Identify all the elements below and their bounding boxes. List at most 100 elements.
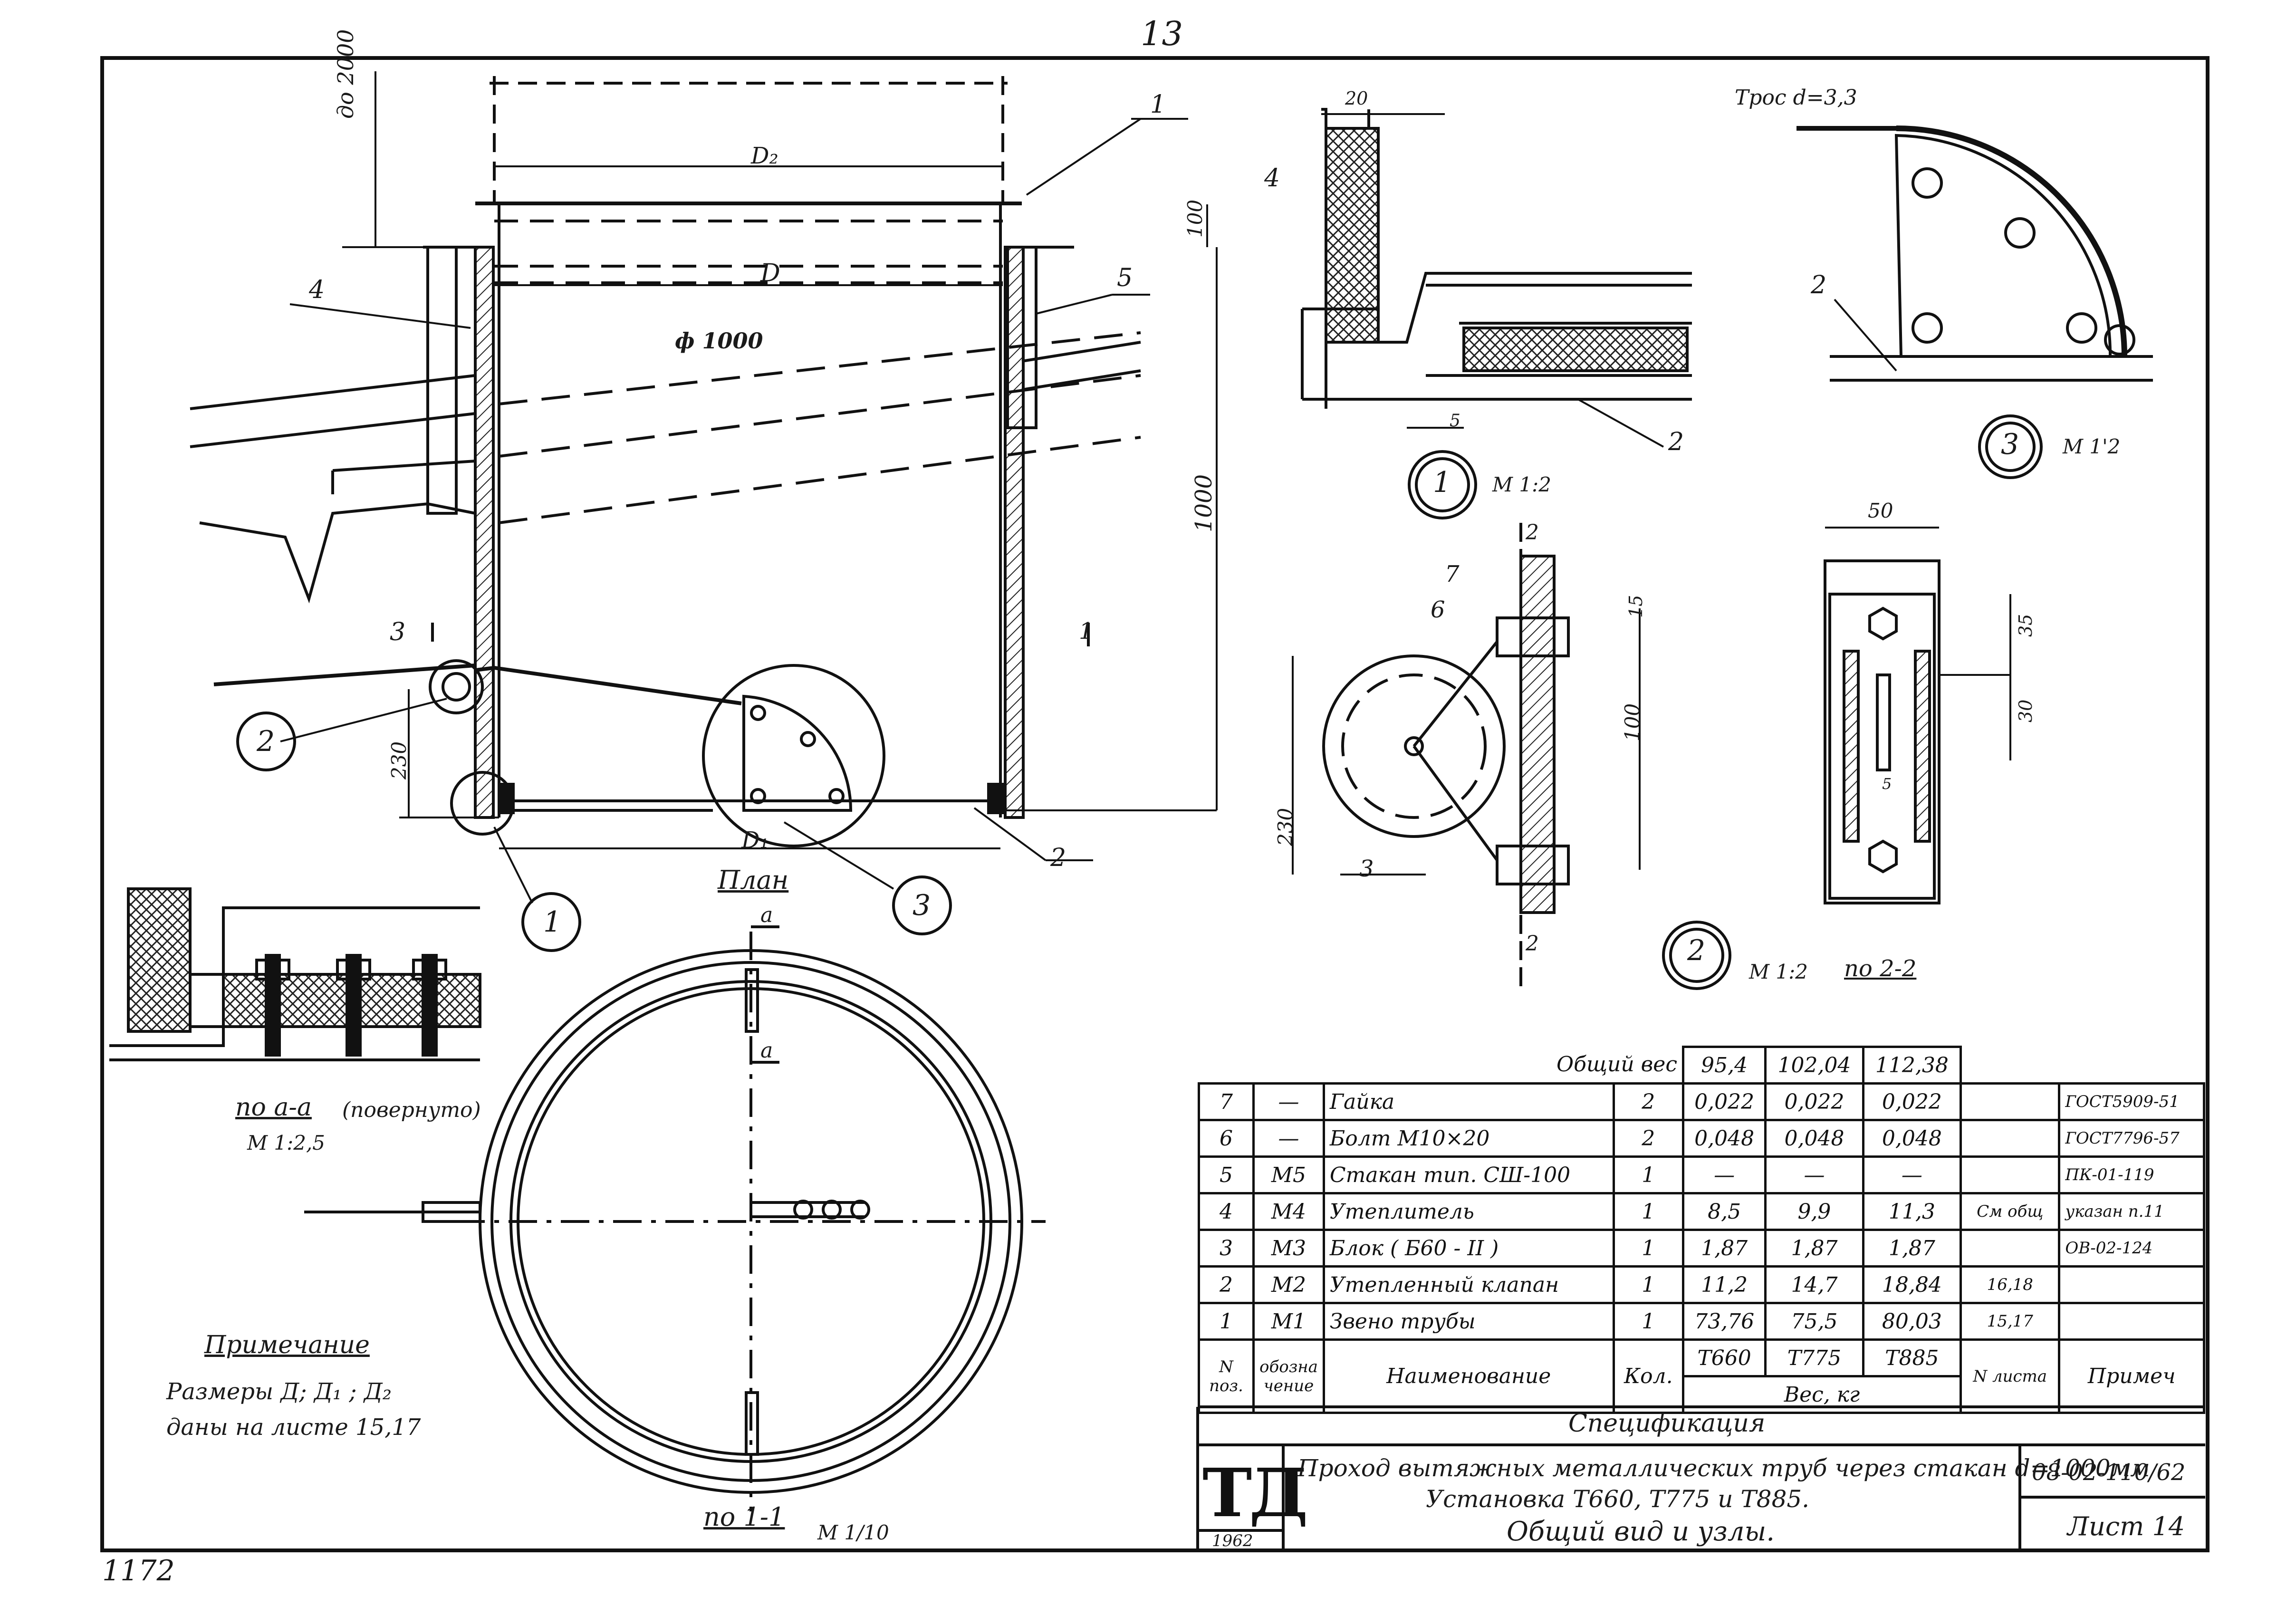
dim-100-top: 100 xyxy=(1183,199,1207,238)
section-11-title: по 1-1 xyxy=(703,1502,785,1532)
s22-dim-50: 50 xyxy=(1868,499,1893,522)
spec-total-t660: 95,4 xyxy=(1681,1046,1767,1085)
section-mark-1: 1 xyxy=(1079,618,1094,644)
spec-cell-w3: 11,3 xyxy=(1862,1192,1962,1231)
spec-cell-n: 6 xyxy=(1198,1119,1255,1158)
node1-pos-4: 4 xyxy=(1264,164,1280,192)
spec-head-t660: Т660 xyxy=(1681,1338,1767,1377)
note-line-2: даны на листе 15,17 xyxy=(166,1414,421,1441)
spec-cell-code: М2 xyxy=(1252,1265,1325,1304)
node2-section-top: 2 xyxy=(1526,520,1539,545)
node2-dim-15: 15 xyxy=(1625,595,1646,618)
spec-cell-qty: 2 xyxy=(1612,1082,1684,1121)
callout-1: 1 xyxy=(543,905,562,939)
section-22-title: по 2-2 xyxy=(1844,955,1917,982)
spec-row: 7 — Гайка 2 0,022 0,022 0,022 ГОСТ5909-5… xyxy=(1198,1082,2205,1121)
spec-cell-note: ГОСТ7796-57 xyxy=(2058,1119,2205,1158)
spec-head-name: Наименование xyxy=(1322,1338,1615,1414)
spec-cell-w1: 73,76 xyxy=(1681,1302,1767,1341)
spec-cell-w1: 0,022 xyxy=(1681,1082,1767,1121)
spec-cell-sheet xyxy=(1960,1229,2061,1268)
spec-cell-n: 4 xyxy=(1198,1192,1255,1231)
spec-row: 2 М2 Утепленный клапан 1 11,2 14,7 18,84… xyxy=(1198,1265,2205,1304)
sheet-frame xyxy=(100,56,2210,1552)
node1-dim-5: 5 xyxy=(1450,411,1460,431)
spec-total-label: Общий вес xyxy=(1556,1052,1677,1077)
plan-title: План xyxy=(718,865,789,895)
node2-pos-7: 7 xyxy=(1445,561,1460,587)
title-line-2: Установка Т660, Т775 и Т885. xyxy=(1426,1485,1810,1513)
spec-head-n: N поз. xyxy=(1198,1338,1255,1414)
callout-2: 2 xyxy=(257,725,275,758)
spec-cell-w2: — xyxy=(1764,1155,1864,1194)
spec-cell-sheet: 16,18 xyxy=(1960,1265,2061,1304)
plan-a-mid: a xyxy=(760,1039,773,1063)
spec-cell-note: ГОСТ5909-51 xyxy=(2058,1082,2205,1121)
title-doc-number: 08-02-110/62 xyxy=(2032,1459,2186,1486)
dim-d1: D₁ xyxy=(741,827,769,854)
section-11-scale: М 1/10 xyxy=(817,1521,889,1544)
spec-cell-code: М3 xyxy=(1252,1229,1325,1268)
node2-pos-3: 3 xyxy=(1359,856,1374,882)
spec-cell-w3: 0,022 xyxy=(1862,1082,1962,1121)
spec-cell-w2: 75,5 xyxy=(1764,1302,1864,1341)
section-aa-title: по а-а xyxy=(235,1093,312,1122)
spec-cell-name: Стакан тип. СШ-100 xyxy=(1322,1155,1615,1194)
node1-scale: М 1:2 xyxy=(1492,473,1551,496)
spec-cell-n: 7 xyxy=(1198,1082,1255,1121)
spec-cell-note: ОВ-02-124 xyxy=(2058,1229,2205,1268)
title-line-3: Общий вид и узлы. xyxy=(1507,1516,1775,1547)
node3-drawing xyxy=(1796,125,2153,479)
spec-total-row: Общий вес 95,4 102,04 112,38 xyxy=(1199,1046,2204,1085)
node3-scale: М 1'2 xyxy=(2063,435,2121,458)
spec-cell-w1: — xyxy=(1681,1155,1767,1194)
spec-cell-n: 5 xyxy=(1198,1155,1255,1194)
spec-cell-w1: 0,048 xyxy=(1681,1119,1767,1158)
pos-label-5: 5 xyxy=(1117,264,1133,292)
note-line-1: Размеры Д; Д₁ ; Д₂ xyxy=(166,1378,392,1405)
node2-number: 2 xyxy=(1687,934,1706,967)
title-year: 1962 xyxy=(1212,1531,1253,1550)
node1-number: 1 xyxy=(1433,466,1451,499)
spec-cell-w3: 0,048 xyxy=(1862,1119,1962,1158)
dim-do2000: до 2000 xyxy=(333,29,358,119)
spec-cell-w2: 0,022 xyxy=(1764,1082,1864,1121)
spec-cell-code: М5 xyxy=(1252,1155,1325,1194)
spec-cell-w2: 0,048 xyxy=(1764,1119,1864,1158)
spec-cell-sheet xyxy=(1960,1119,2061,1158)
title-line-1: Проход вытяжных металлических труб через… xyxy=(1297,1454,2150,1482)
spec-cell-qty: 2 xyxy=(1612,1119,1684,1158)
spec-cell-name: Утеплитель xyxy=(1322,1192,1615,1231)
spec-cell-qty: 1 xyxy=(1612,1302,1684,1341)
spec-cell-w1: 1,87 xyxy=(1681,1229,1767,1268)
node1-drawing xyxy=(1301,108,1692,519)
section-22-drawing xyxy=(1824,527,2011,904)
callout-3: 3 xyxy=(913,889,931,922)
spec-row: 3 М3 Блок ( Б60 - II ) 1 1,87 1,87 1,87 … xyxy=(1198,1229,2205,1268)
pos-label-2: 2 xyxy=(1050,844,1066,872)
title-logo: ТД xyxy=(1202,1454,1308,1532)
spec-cell-qty: 1 xyxy=(1612,1265,1684,1304)
pos-label-3: 3 xyxy=(390,618,406,646)
spec-row: 6 — Болт М10×20 2 0,048 0,048 0,048 ГОСТ… xyxy=(1198,1119,2205,1158)
section-aa-scale: М 1:2,5 xyxy=(247,1131,326,1154)
spec-cell-w2: 14,7 xyxy=(1764,1265,1864,1304)
spec-cell-sheet: См общ xyxy=(1960,1192,2061,1231)
note-title: Примечание xyxy=(204,1331,370,1359)
node2-section-bottom: 2 xyxy=(1526,932,1539,956)
spec-cell-name: Утепленный клапан xyxy=(1322,1265,1615,1304)
s22-dim-35: 35 xyxy=(2015,614,2036,637)
spec-cell-code: М4 xyxy=(1252,1192,1325,1231)
spec-cell-w2: 9,9 xyxy=(1764,1192,1864,1231)
spec-cell-name: Болт М10×20 xyxy=(1322,1119,1615,1158)
main-elevation xyxy=(190,71,1218,952)
node2-dim-100: 100 xyxy=(1621,703,1644,741)
spec-cell-note: ПК-01-119 xyxy=(2058,1155,2205,1194)
spec-cell-note xyxy=(2058,1265,2205,1304)
node3-number: 3 xyxy=(2001,428,2019,461)
spec-cell-name: Блок ( Б60 - II ) xyxy=(1322,1229,1615,1268)
pos-label-1: 1 xyxy=(1150,90,1166,119)
spec-cell-sheet: 15,17 xyxy=(1960,1302,2061,1341)
plan-drawing xyxy=(304,925,1046,1511)
